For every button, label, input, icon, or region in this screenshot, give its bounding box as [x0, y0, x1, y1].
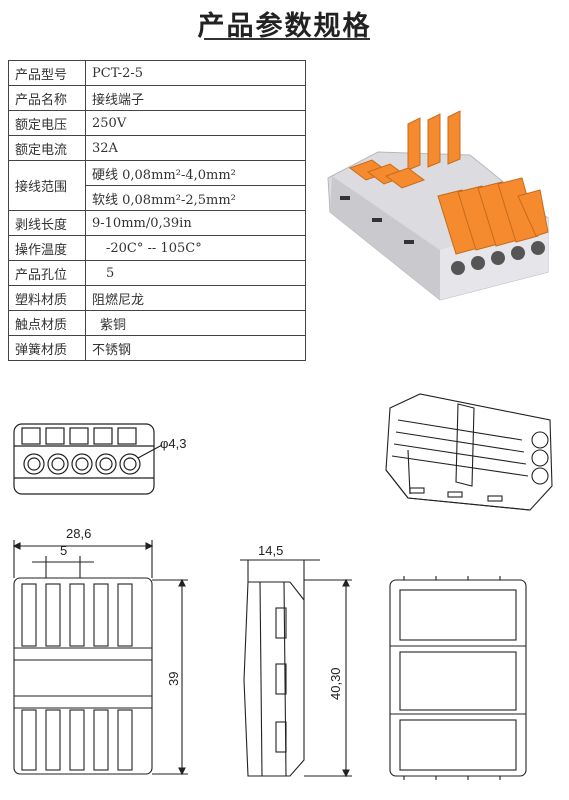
front-hole-view	[13, 423, 163, 495]
row-label: 弹簧材质	[8, 335, 86, 361]
table-row: 弹簧材质 不锈钢	[8, 335, 306, 361]
row-label: 接线范围	[8, 160, 86, 211]
table-row: 接线范围 硬线 0,08mm²-4,0mm²	[8, 160, 306, 211]
side-view	[240, 559, 352, 778]
row-value: 硬线 0,08mm²-4,0mm²	[85, 160, 306, 186]
row-value: 250V	[85, 110, 306, 136]
table-row: 产品孔位 5	[8, 260, 306, 286]
bottom-view	[389, 576, 527, 780]
table-row: 额定电流 32A	[8, 135, 306, 161]
row-label: 额定电压	[8, 110, 86, 136]
row-value: 32A	[85, 135, 306, 161]
table-row: 额定电压 250V	[8, 110, 306, 136]
product-photo	[327, 110, 549, 301]
row-value: 接线端子	[85, 85, 306, 111]
row-label: 额定电流	[8, 135, 86, 161]
top-view	[12, 540, 188, 776]
isometric-drawing	[385, 393, 553, 511]
row-label: 产品孔位	[8, 260, 86, 286]
side-height-label: 40,30	[328, 667, 343, 700]
title-underline	[204, 38, 370, 40]
row-value: 不锈钢	[85, 335, 306, 361]
width-label: 28,6	[66, 526, 91, 541]
hole-diameter-label: φ4,3	[160, 436, 187, 451]
pitch-label: 5	[60, 543, 67, 558]
spec-table: 产品型号 PCT-2-5 产品名称 接线端子 额定电压 250V 额定电流 32…	[8, 60, 306, 361]
row-label: 产品型号	[8, 60, 86, 86]
row-label: 触点材质	[8, 310, 86, 336]
page-title: 产品参数规格	[197, 11, 372, 42]
table-row: 产品名称 接线端子	[8, 85, 306, 111]
table-row: 触点材质 紫铜	[8, 310, 306, 336]
row-value: 9-10mm/0,39in	[85, 210, 306, 236]
table-row: 操作温度 -20C° -- 105C°	[8, 235, 306, 261]
row-label: 操作温度	[8, 235, 86, 261]
height-label: 39	[166, 672, 181, 686]
row-value: 紫铜	[85, 310, 306, 336]
row-label: 产品名称	[8, 85, 86, 111]
row-label: 塑料材质	[8, 285, 86, 311]
depth-label: 14,5	[258, 543, 283, 558]
